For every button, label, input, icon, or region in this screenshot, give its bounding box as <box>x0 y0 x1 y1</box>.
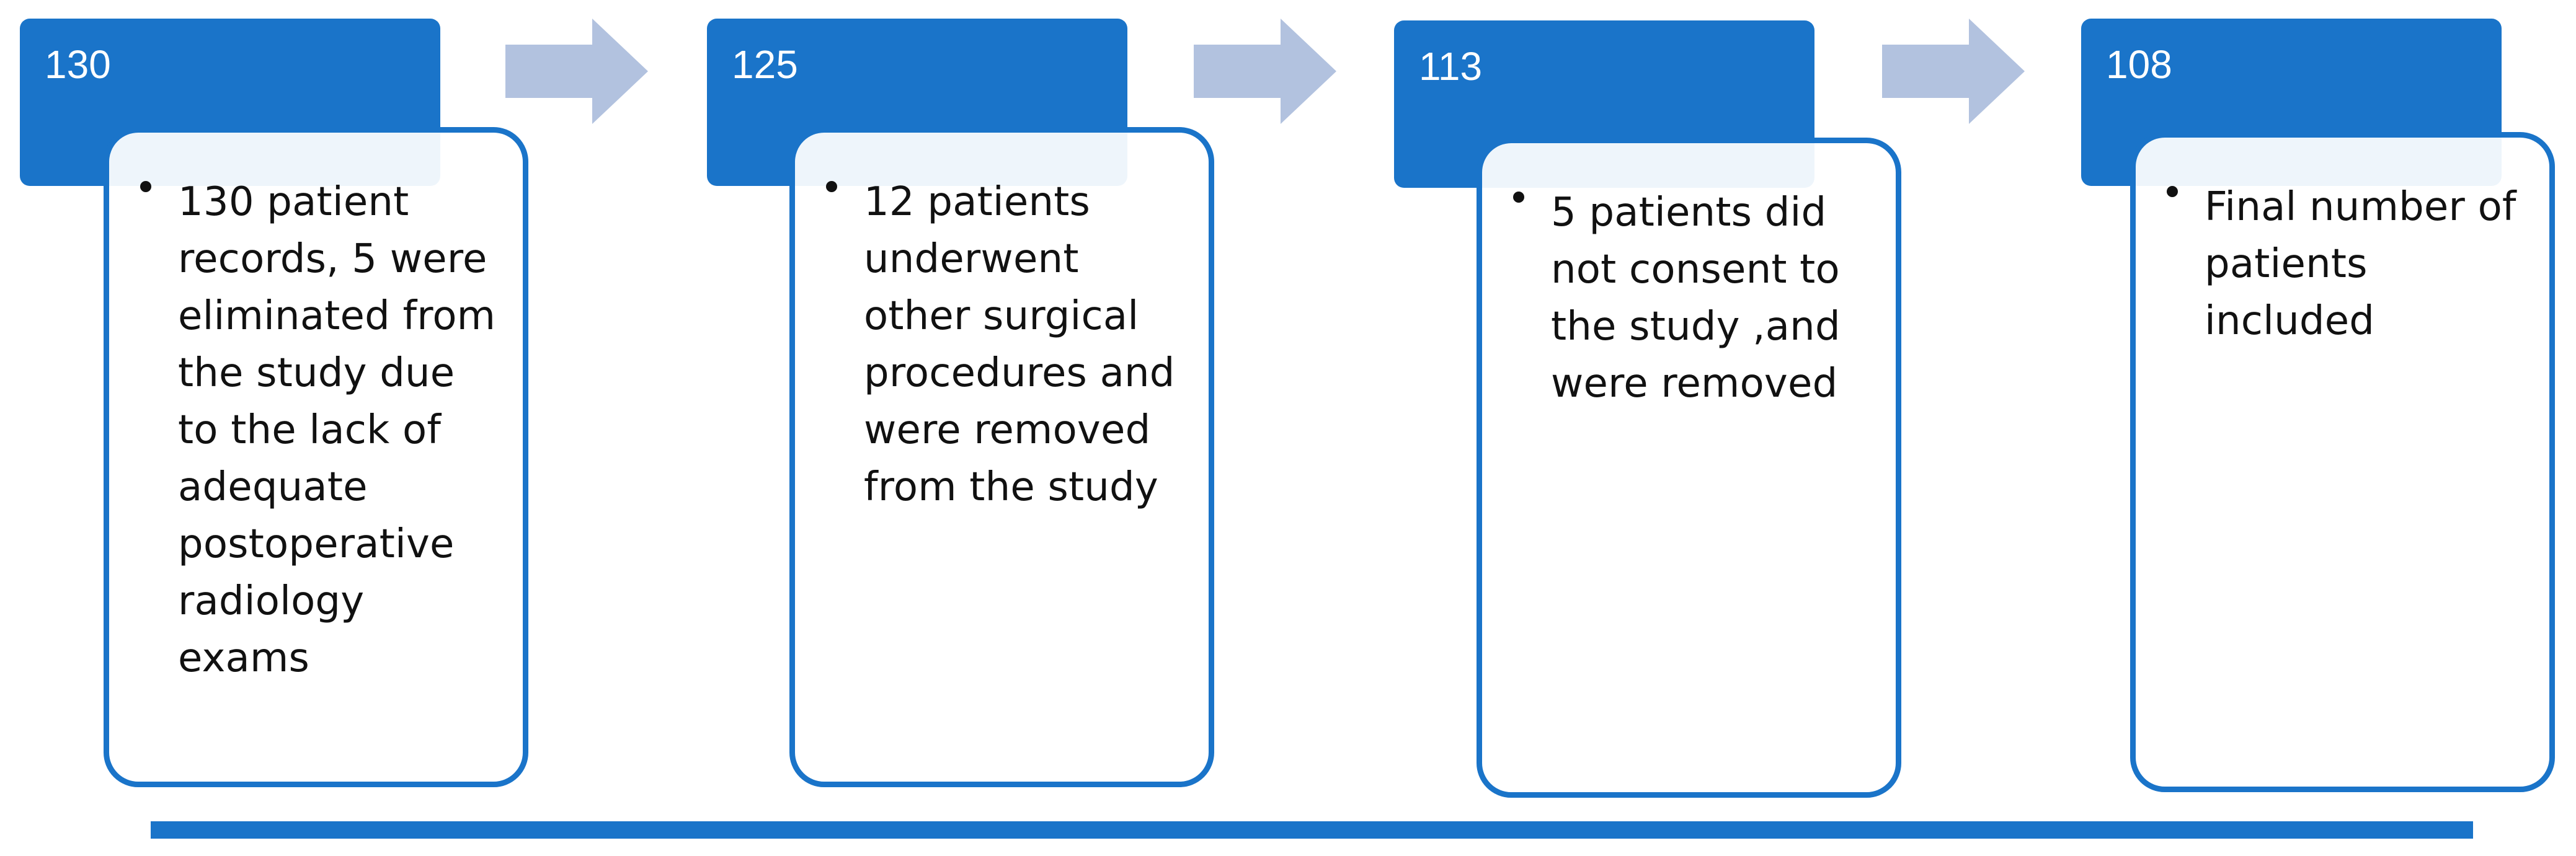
bullet-icon <box>140 181 151 192</box>
stage-1: 130 130 patient records, 5 were eliminat… <box>20 0 764 806</box>
stage-detail-box: 130 patient records, 5 were eliminated f… <box>104 127 528 787</box>
stage-count: 125 <box>732 42 798 87</box>
right-arrow-icon <box>505 19 648 124</box>
stage-count: 130 <box>45 42 111 87</box>
stage-detail-box: 5 patients did not consent to the study … <box>1477 138 1901 798</box>
stage-description: 130 patient records, 5 were eliminated f… <box>178 179 496 681</box>
stage-count: 113 <box>1419 44 1483 89</box>
timeline-baseline <box>151 821 2473 839</box>
right-arrow-icon <box>1882 19 2025 124</box>
stage-detail-box: Final number of patients included <box>2130 132 2555 792</box>
stage-4: 108 Final number of patients included <box>2081 0 2576 806</box>
stage-detail-box: 12 patients underwent other surgical pro… <box>789 127 1214 787</box>
stage-count: 108 <box>2106 42 2172 87</box>
right-arrow-icon <box>1194 19 1336 124</box>
stage-2: 125 12 patients underwent other surgical… <box>707 0 1451 806</box>
stage-3: 113 5 patients did not consent to the st… <box>1394 0 2138 806</box>
stage-description: 5 patients did not consent to the study … <box>1551 190 1841 407</box>
stage-description: 12 patients underwent other surgical pro… <box>864 179 1175 510</box>
bullet-icon <box>1513 192 1524 203</box>
bullet-icon <box>2167 186 2178 197</box>
stage-description: Final number of patients included <box>2205 184 2516 344</box>
bullet-icon <box>826 181 837 192</box>
